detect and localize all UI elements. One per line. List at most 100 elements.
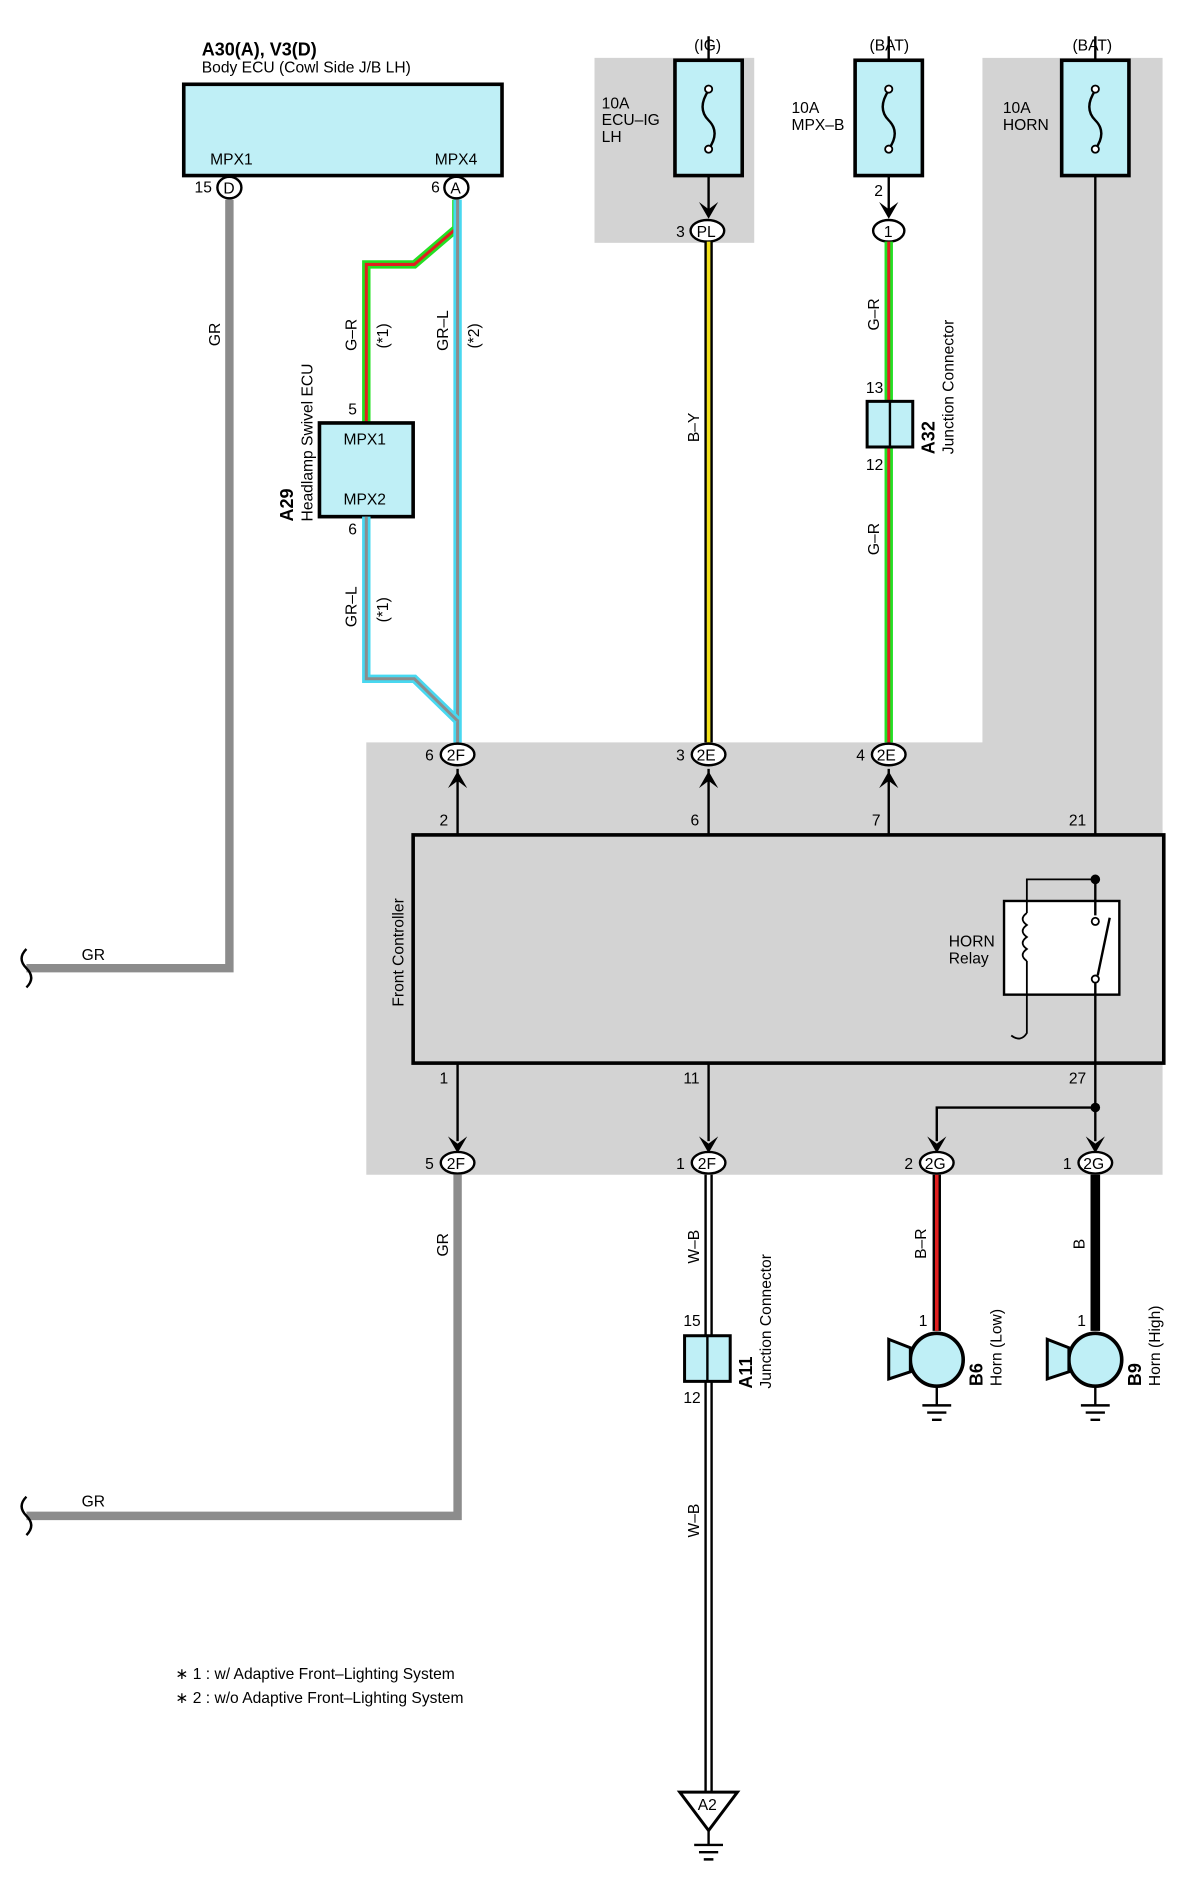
wire-gr-vertical-label: GR xyxy=(207,323,224,346)
fuse-horn: (BAT) 10A HORN xyxy=(1003,36,1131,880)
wire-gr-l-label-2: GR–L xyxy=(344,586,361,627)
horn-relay: HORN Relay xyxy=(949,874,1121,1108)
note-1: ∗ 1 : w/ Adaptive Front–Lighting System xyxy=(175,1666,454,1683)
wire-w-b-label-2: W–B xyxy=(686,1504,703,1538)
conn-bot-4-conn: 2G xyxy=(1083,1156,1104,1173)
wire-b: B xyxy=(1072,1174,1101,1331)
wire-g-r-label-1: G–R xyxy=(866,298,883,330)
body-ecu-id: A30(A), V3(D) xyxy=(202,39,317,59)
wire-b-y: B–Y xyxy=(686,241,713,743)
conn-mid-3-no: 4 xyxy=(856,747,865,764)
swivel-ecu-name: Headlamp Swivel ECU xyxy=(299,364,316,522)
junction-a11: 15 12 A11 Junction Connector xyxy=(683,1254,775,1407)
horn-high-id: B9 xyxy=(1125,1363,1145,1386)
horn-high-name: Horn (High) xyxy=(1147,1305,1164,1386)
conn-mid-3-conn: 2E xyxy=(877,747,896,764)
bottom-line-horn xyxy=(935,1106,1096,1142)
fuse-horn-name1: HORN xyxy=(1003,117,1049,134)
swivel-ecu-pin-a: MPX1 xyxy=(343,432,386,449)
horn-low-id: B6 xyxy=(966,1363,986,1386)
fuse-ig-name2: LH xyxy=(602,129,622,146)
wire-note2-label: (*2) xyxy=(466,323,483,348)
conn-mid-2-conn: 2E xyxy=(697,747,716,764)
junction-a32: 13 12 A32 Junction Connector xyxy=(865,320,958,474)
fc-pin-top-3: 7 xyxy=(872,812,881,829)
wire-g-r-right: G–R G–R xyxy=(866,241,893,743)
connector-bot-2f-b: 1 2F xyxy=(676,1136,727,1175)
wire-gr-bottom: GR GR xyxy=(20,1174,462,1536)
note-2: ∗ 2 : w/o Adaptive Front–Lighting System xyxy=(175,1690,463,1707)
connector-2e-b: 4 2E xyxy=(856,742,907,835)
conn-bot-1-no: 5 xyxy=(425,1156,434,1173)
junction-a32-id: A32 xyxy=(918,421,938,454)
horn-high-pin: 1 xyxy=(1077,1313,1086,1330)
fc-pin-top-4: 21 xyxy=(1069,812,1086,829)
wire-b-label: B xyxy=(1072,1239,1089,1249)
ground-a2-id: A2 xyxy=(698,1797,717,1814)
wire-w-b-label-1: W–B xyxy=(686,1230,703,1264)
connector-2f-top: 6 2F xyxy=(425,742,476,835)
wire-gr-l-label-1: GR–L xyxy=(435,310,452,351)
fuse-horn-source: (BAT) xyxy=(1072,38,1112,55)
front-controller-name: Front Controller xyxy=(391,898,408,1006)
wire-b-r: B–R xyxy=(913,1174,941,1331)
fuse-horn-amp: 10A xyxy=(1003,100,1031,117)
conn-bot-2-conn: 2F xyxy=(698,1156,716,1173)
connector-bot-2g-b: 1 2G xyxy=(1063,1136,1114,1175)
fc-pin-bot-1: 1 xyxy=(440,1071,449,1088)
swivel-ecu-pin-b: MPX2 xyxy=(343,492,386,509)
pin-one-conn: 1 xyxy=(884,224,893,241)
junction-a32-pin-top: 13 xyxy=(866,380,883,397)
body-ecu: A30(A), V3(D) Body ECU (Cowl Side J/B LH… xyxy=(181,39,504,200)
horn-relay-name2: Relay xyxy=(949,950,989,967)
body-ecu-pin15-conn: D xyxy=(223,181,234,198)
fuse-mpxb-amp: 10A xyxy=(791,100,819,117)
body-ecu-pin6-conn: A xyxy=(450,181,461,198)
wire-gr-top: GR GR xyxy=(20,199,234,989)
wire-w-b: W–B W–B xyxy=(686,1174,713,1800)
wire-b-y-label: B–Y xyxy=(686,412,703,442)
conn-bot-3-conn: 2G xyxy=(925,1156,946,1173)
wire-b-r-label: B–R xyxy=(913,1228,930,1258)
horn-relay-name1: HORN xyxy=(949,934,995,951)
junction-a11-id: A11 xyxy=(736,1357,756,1389)
body-ecu-name: Body ECU (Cowl Side J/B LH) xyxy=(202,59,411,76)
fc-pin-bot-2: 11 xyxy=(683,1071,699,1088)
swivel-ecu-pin-b-no: 6 xyxy=(348,522,357,539)
swivel-ecu-pin-a-no: 5 xyxy=(348,402,357,419)
connector-bot-2f-a: 5 2F xyxy=(425,1136,476,1175)
wire-gr-top-label: GR xyxy=(82,947,105,964)
junction-a32-pin-bottom: 12 xyxy=(866,457,883,474)
junction-a32-name: Junction Connector xyxy=(941,320,958,454)
junction-a11-pin-bottom: 12 xyxy=(683,1390,700,1407)
ground-a2: A2 xyxy=(676,1790,741,1861)
conn-bot-2-no: 1 xyxy=(676,1156,685,1173)
connector-2e-a: 3 2E xyxy=(676,742,727,835)
fuse-ig-name1: ECU–IG xyxy=(602,112,660,129)
conn-mid-2-no: 3 xyxy=(676,747,685,764)
wire-gr-l-swivel: GR–L (*1) xyxy=(344,516,461,724)
junction-a11-pin-top: 15 xyxy=(683,1313,701,1330)
horn-high: 1 B9 Horn (High) xyxy=(1045,1305,1164,1422)
pin-one-no: 2 xyxy=(874,183,883,200)
wire-note1-label-2: (*1) xyxy=(375,597,392,622)
horn-low-name: Horn (Low) xyxy=(989,1309,1006,1386)
conn-bot-3-no: 2 xyxy=(904,1156,913,1173)
wire-gr-bottom-vertical-label: GR xyxy=(435,1233,452,1256)
body-ecu-pin15-no: 15 xyxy=(195,179,213,196)
wire-gr-bottom-label: GR xyxy=(82,1493,105,1510)
fuse-mpx-b: (BAT) 10A MPX–B 2 1 xyxy=(791,36,925,243)
pin-pl-no: 3 xyxy=(676,224,685,241)
wire-g-r-label-2: G–R xyxy=(866,523,883,555)
fuse-ig-amp: 10A xyxy=(602,95,630,112)
fc-pin-top-2: 6 xyxy=(691,812,700,829)
body-ecu-pin-mpx4: MPX4 xyxy=(435,152,478,169)
horn-low: 1 B6 Horn (Low) xyxy=(887,1309,1006,1422)
fuse-ecu-ig: (IG) 10A ECU–IG LH 3 PL xyxy=(602,36,745,243)
body-ecu-pin-mpx1: MPX1 xyxy=(210,152,253,169)
wire-gr-l-main: GR–L (*2) xyxy=(435,199,483,743)
wire-note1-label-1: (*1) xyxy=(375,323,392,348)
fc-pin-bot-3: 27 xyxy=(1069,1071,1086,1088)
body-ecu-pin6-no: 6 xyxy=(431,179,440,196)
